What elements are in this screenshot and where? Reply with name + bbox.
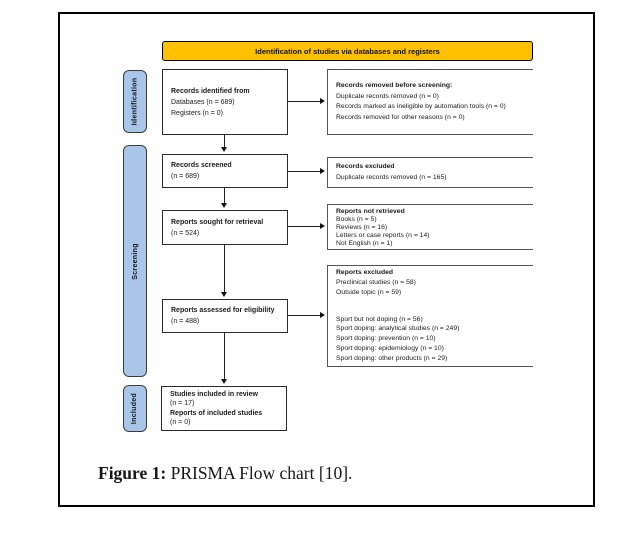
box-title: Reports not retrieved (336, 208, 405, 215)
figure-caption-text: PRISMA Flow chart [10]. (166, 463, 353, 483)
stage-identification-label: Identification (131, 77, 139, 126)
box-line: (n = 689) (171, 173, 200, 180)
box-line: Not English (n = 1) (336, 240, 393, 247)
box-records-removed-before-screening: Records removed before screening: Duplic… (327, 69, 533, 135)
box-line: (n = 0) (170, 418, 191, 426)
box-line: Registers (n = 0) (171, 109, 223, 117)
box-title: Records excluded (336, 163, 395, 170)
box-title: Reports assessed for eligibility (171, 307, 275, 314)
arrow-right-icon (320, 223, 325, 229)
box-line: (n = 524) (171, 229, 200, 237)
box-line: (n = 488) (171, 318, 200, 325)
box-records-excluded: Records excluded Duplicate records remov… (327, 157, 533, 188)
box-line-spacer (336, 298, 531, 315)
box-title: Records identified from (171, 87, 250, 95)
box-records-identified: Records identified from Databases (n = 6… (162, 69, 288, 135)
box-line: Records removed for other reasons (n = 0… (336, 113, 465, 121)
box-title: Studies included in review (170, 391, 258, 398)
banner-label: Identification of studies via databases … (255, 46, 440, 56)
connector-line (224, 188, 225, 203)
connector-line (288, 315, 320, 316)
box-records-screened: Records screened (n = 689) (162, 154, 288, 188)
connector-line (288, 171, 320, 172)
stage-identification: Identification (123, 70, 147, 133)
stage-included-label: Included (131, 392, 139, 425)
box-line: Preclinical studies (n = 58) (336, 278, 416, 286)
arrow-down-icon (221, 379, 227, 384)
arrow-down-icon (221, 203, 227, 208)
stage-screening-label: Screening (131, 242, 139, 280)
box-line: Sport doping: analytical studies (n = 24… (336, 325, 460, 333)
box-line: Books (n = 5) (336, 216, 377, 223)
arrow-down-icon (221, 292, 227, 297)
box-line: Sport doping: epidemiology (n = 10) (336, 345, 444, 353)
box-reports-assessed: Reports assessed for eligibility (n = 48… (162, 299, 288, 333)
box-title: Reports excluded (336, 269, 394, 277)
stage-screening: Screening (123, 145, 147, 377)
box-title: Reports of included studies (170, 409, 263, 417)
box-reports-not-retrieved: Reports not retrieved Books (n = 5) Revi… (327, 204, 533, 250)
arrow-right-icon (320, 168, 325, 174)
figure-caption-label: Figure 1: (98, 463, 167, 483)
arrow-right-icon (320, 312, 325, 318)
box-line: Outside topic (n = 59) (336, 288, 402, 296)
box-line: Sport but not doping (n = 56) (336, 315, 423, 323)
stage-included: Included (123, 385, 147, 432)
box-studies-included: Studies included in review (n = 17) Repo… (161, 386, 287, 431)
box-line: Sport doping: prevention (n = 10) (336, 335, 436, 343)
connector-line (224, 135, 225, 148)
box-line: Records marked as ineligible by automati… (336, 103, 506, 110)
box-title: Records removed before screening: (336, 82, 453, 89)
box-title: Reports sought for retrieval (171, 218, 264, 226)
box-line: Databases (n = 689) (171, 98, 235, 106)
box-line: (n = 17) (170, 400, 195, 408)
arrow-down-icon (221, 147, 227, 152)
connector-line (224, 333, 225, 380)
box-line: Letters or case reports (n = 14) (336, 232, 430, 239)
box-line: Duplicate records removed (n = 165) (336, 173, 447, 181)
arrow-right-icon (320, 98, 325, 104)
box-reports-excluded: Reports excluded Preclinical studies (n … (327, 265, 533, 367)
figure-frame (58, 12, 595, 507)
box-line: Reviews (n = 16) (336, 224, 388, 231)
connector-line (288, 101, 320, 102)
figure-caption: Figure 1: PRISMA Flow chart [10]. (98, 463, 352, 484)
box-line: Sport doping: other products (n = 29) (336, 355, 448, 363)
connector-line (224, 245, 225, 293)
box-line: Duplicate records removed (n = 0) (336, 92, 439, 100)
connector-line (288, 226, 320, 227)
box-title: Records screened (171, 162, 232, 169)
box-reports-sought: Reports sought for retrieval (n = 524) (162, 210, 288, 245)
banner-identification-of-studies: Identification of studies via databases … (162, 41, 533, 61)
